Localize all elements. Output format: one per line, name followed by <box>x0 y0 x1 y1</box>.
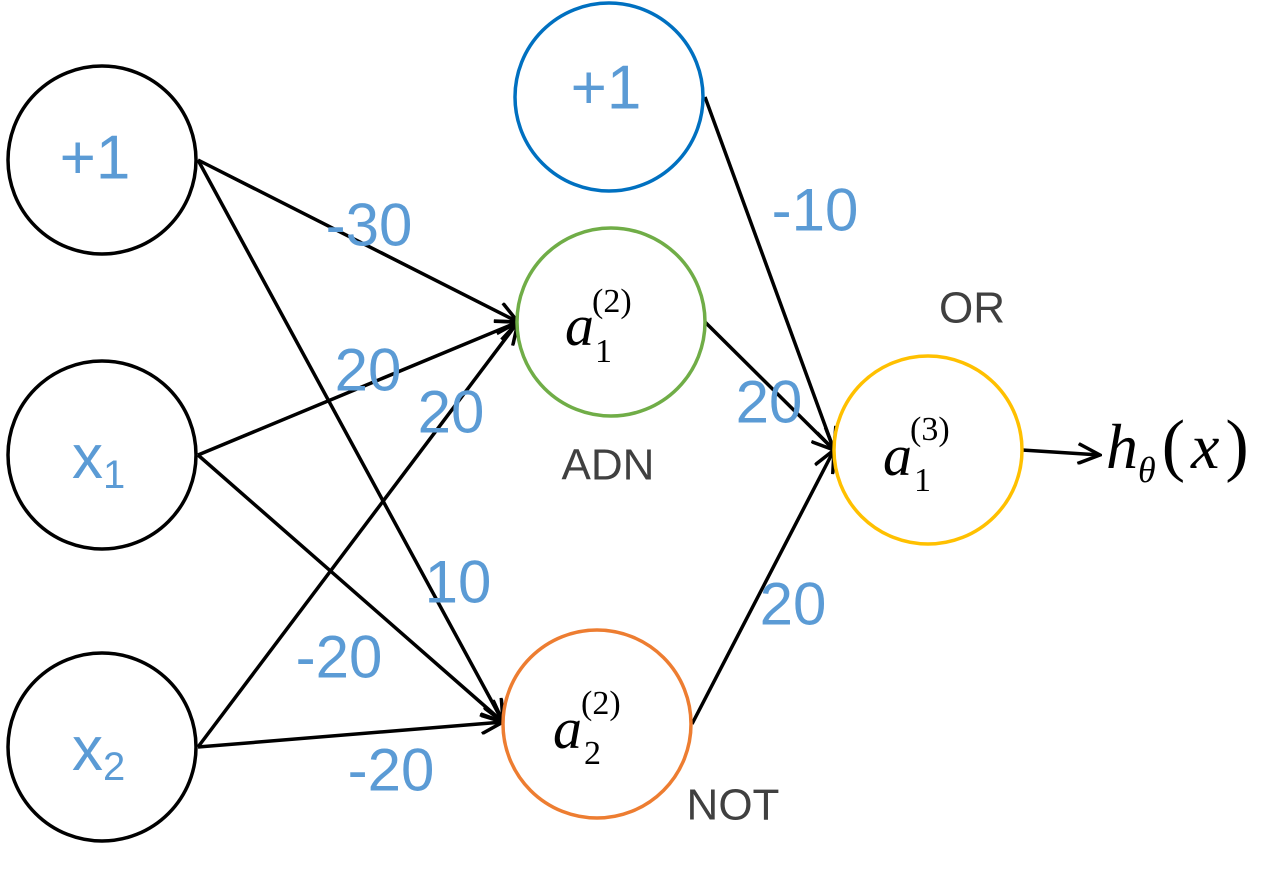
weight-x1-to-a2: -20 <box>296 624 383 691</box>
not-gate-label: NOT <box>687 781 780 830</box>
output-theta: θ <box>1138 450 1156 490</box>
input-layer: +1 x1 x2 <box>6 64 198 843</box>
input-x1-label: x1 <box>72 423 125 497</box>
weight-bias-to-a2: 10 <box>425 549 492 616</box>
hidden-bias-circle <box>513 1 705 193</box>
output-a1-main: a <box>883 423 912 488</box>
hidden-a2-sub: 2 <box>584 735 601 772</box>
hidden-a1-node: a1 (2) ADN <box>515 226 707 490</box>
hidden-a2-main: a <box>553 696 582 761</box>
input-x2-main: x <box>72 715 103 784</box>
input-bias-circle <box>6 64 198 256</box>
weight-x1-to-a1: 20 <box>335 337 402 404</box>
edge-bias-to-a2 <box>196 159 503 722</box>
weight-a2-to-out: 20 <box>760 571 827 638</box>
hidden-a2-label: a2 (2) <box>553 685 621 772</box>
input-x1-main: x <box>72 423 103 492</box>
input-x2-circle <box>6 651 198 843</box>
input-bias-label: +1 <box>60 124 131 193</box>
hidden-a1-sub: 1 <box>595 333 612 370</box>
weight-x2-to-a2: -20 <box>348 737 435 804</box>
output-a1-node: a1 (3) OR <box>832 284 1024 546</box>
edge-x1-to-a1 <box>197 322 518 457</box>
output-layer: a1 (3) OR hθ(x) <box>832 284 1249 546</box>
input-x1-circle <box>6 359 198 551</box>
input-x1-sub: 1 <box>103 453 125 497</box>
output-h: h <box>1106 411 1138 482</box>
weight-bias-to-a1: -30 <box>326 192 413 259</box>
input-x2-label: x2 <box>72 715 125 789</box>
weight-a1-to-out: 20 <box>736 369 803 436</box>
or-gate-label: OR <box>939 284 1005 333</box>
weight-x2-to-a1: 20 <box>418 379 485 446</box>
input-x2-node: x2 <box>6 651 198 843</box>
output-close-paren: ) <box>1225 407 1248 484</box>
edge-x2-to-a1 <box>196 322 518 749</box>
input-bias-node: +1 <box>6 64 198 256</box>
edges <box>196 96 1100 749</box>
hidden-bias-label: +1 <box>571 54 642 123</box>
edge-x2-to-a2 <box>197 722 503 749</box>
output-a1-sup: (3) <box>910 411 950 448</box>
edge-bias-to-a1 <box>197 158 518 322</box>
output-a1-sub: 1 <box>914 462 931 499</box>
input-x2-sub: 2 <box>103 745 125 789</box>
hidden-bias-node: +1 <box>513 1 705 193</box>
edge-out-to-h <box>1021 450 1100 455</box>
hidden-a2-node: a2 (2) NOT <box>501 628 780 830</box>
output-hypothesis: hθ(x) <box>1106 407 1249 490</box>
edge-a1-to-out <box>703 320 834 450</box>
weight-labels: -30 20 20 10 -20 -20 -10 20 20 <box>296 177 859 804</box>
output-open-paren: ( <box>1162 407 1185 484</box>
edge-x1-to-a2 <box>196 453 503 722</box>
hidden-a2-sup: (2) <box>581 685 621 722</box>
output-a1-circle <box>832 354 1024 546</box>
and-gate-label: ADN <box>562 441 655 490</box>
output-x: x <box>1190 411 1219 482</box>
hidden-a2-circle <box>501 628 693 820</box>
input-x1-node: x1 <box>6 359 198 551</box>
hidden-a1-sup: (2) <box>592 283 632 320</box>
hidden-layer: +1 a1(2) ADN a2(2) NOT <box>501 1 780 830</box>
hidden-a1-main: a <box>565 293 594 358</box>
edge-hbias-to-out <box>703 96 834 450</box>
hidden-a1-label: a1 (2) <box>565 283 632 370</box>
weight-hbias-to-out: -10 <box>772 177 859 244</box>
edge-a2-to-out <box>690 450 834 725</box>
output-a1-label: a1 (3) <box>883 411 950 499</box>
hidden-a1-circle <box>515 226 707 418</box>
